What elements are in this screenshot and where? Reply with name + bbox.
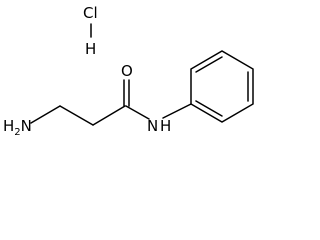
n-phenyl-bond — [162, 103, 192, 119]
carbon-chain — [30, 105, 126, 126]
carbonyl-group: O — [121, 62, 133, 107]
c1-c2-bond — [59, 105, 94, 126]
amide-nitrogen-label: N — [147, 117, 158, 135]
hydrogen-atom-label: H — [85, 40, 96, 58]
amide-linkage: N H — [125, 103, 192, 135]
phenyl-ring-outline — [190, 50, 254, 123]
phenyl-ring — [190, 50, 254, 123]
chemical-structure: Cl H H2N O N H — [3, 4, 254, 138]
phenyl-inner-double-bond-3 — [195, 100, 223, 117]
amine-label: H2N — [3, 117, 32, 138]
amine-group: H2N — [3, 117, 32, 138]
n-c1-bond — [30, 105, 61, 124]
carbonyl-n-bond — [125, 105, 150, 120]
chlorine-atom-label: Cl — [83, 4, 98, 22]
phenyl-inner-double-bond-1 — [195, 56, 223, 73]
oxygen-atom-label: O — [121, 62, 133, 80]
hydrochloride-group: Cl H — [83, 4, 98, 58]
amide-hydrogen-label: H — [160, 117, 171, 135]
c2-carbonyl-bond — [92, 105, 126, 126]
